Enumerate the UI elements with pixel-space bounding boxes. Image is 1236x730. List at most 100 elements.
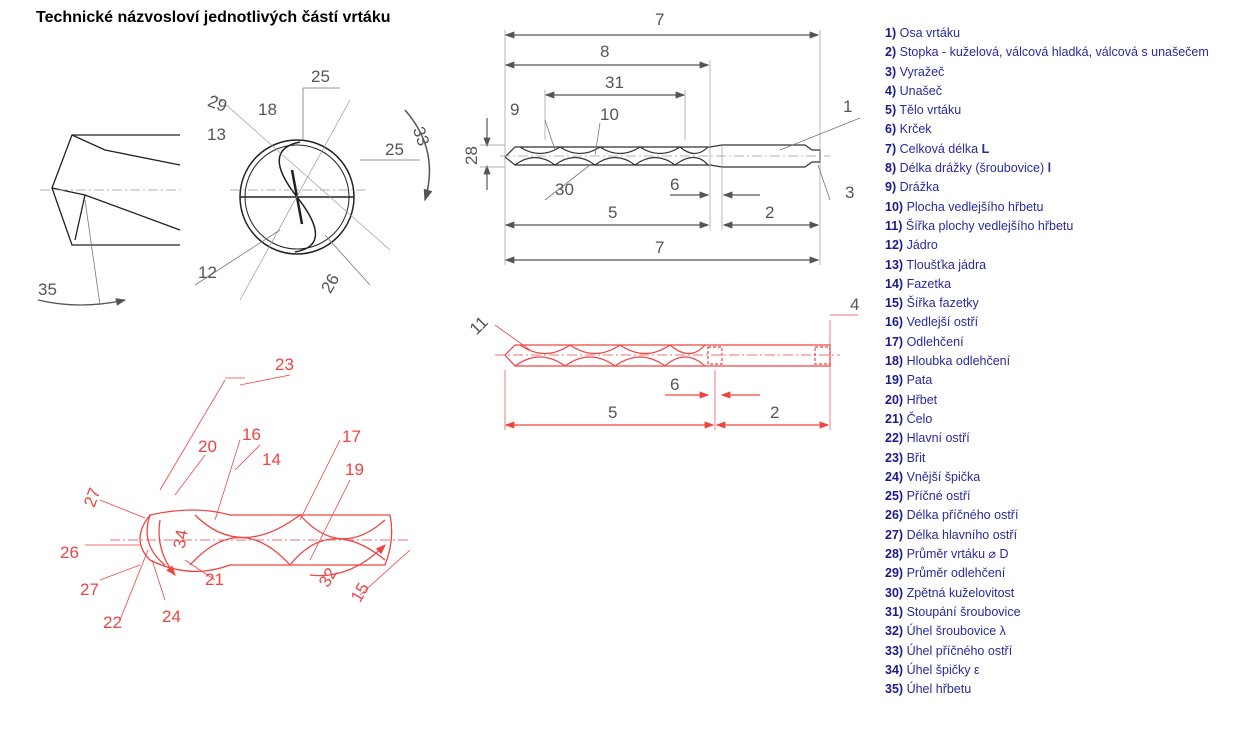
legend-number: 3): [885, 64, 897, 79]
legend-text: Hřbet: [906, 392, 938, 407]
legend-item: 4) Unašeč: [885, 82, 1209, 101]
legend-text: Délka drážky (šroubovice): [899, 161, 1048, 176]
legend-text: Unašeč: [899, 83, 942, 98]
legend-item: 14) Fazetka: [885, 275, 1209, 294]
legend-number: 20): [885, 392, 904, 407]
legend-text: Břit: [906, 450, 926, 465]
label-31: 31: [605, 73, 624, 92]
legend-number: 27): [885, 527, 904, 542]
legend-item: 25) Příčné ostří: [885, 487, 1209, 506]
legend-number: 2): [885, 45, 897, 60]
label-19: 19: [345, 460, 364, 479]
legend-number: 13): [885, 257, 904, 272]
legend-text: Příčné ostří: [906, 489, 971, 504]
label-25b: 25: [385, 140, 404, 159]
legend-number: 8): [885, 161, 897, 176]
label-27a: 27: [80, 485, 104, 509]
label-33: 33: [409, 124, 433, 148]
label-3: 3: [845, 183, 854, 202]
label-2-mid: 2: [770, 403, 779, 422]
legend-number: 29): [885, 566, 904, 581]
legend-text: Délka příčného ostří: [906, 508, 1019, 523]
legend-item: 19) Pata: [885, 371, 1209, 390]
legend-number: 7): [885, 141, 897, 156]
legend-item: 24) Vnější špička: [885, 468, 1209, 487]
legend-number: 22): [885, 431, 904, 446]
legend-number: 30): [885, 585, 904, 600]
legend-text: Úhel příčného ostří: [906, 643, 1013, 658]
legend-number: 6): [885, 122, 897, 137]
legend-item: 11) Šířka plochy vedlejšího hřbetu: [885, 217, 1209, 236]
label-9: 9: [510, 100, 519, 119]
legend-item: 20) Hřbet: [885, 391, 1209, 410]
label-23: 23: [275, 355, 294, 374]
legend-text: Jádro: [906, 238, 938, 253]
legend-number: 11): [885, 218, 903, 233]
drill-point-isometric: [85, 374, 411, 621]
label-22: 22: [103, 613, 122, 632]
label-7-top: 7: [655, 10, 664, 29]
drill-drawing: 35 25 29 18 13 33 25 12 26: [37, 10, 861, 632]
legend-text: Osa vrtáku: [899, 26, 961, 40]
legend-text: Odlehčení: [906, 334, 964, 349]
point-end-view: [194, 87, 433, 301]
legend-item: 12) Jádro: [885, 236, 1209, 255]
legend-number: 31): [885, 604, 904, 619]
legend-text: Hloubka odlehčení: [906, 354, 1011, 369]
legend-number: 23): [885, 450, 904, 465]
legend-item: 17) Odlehčení: [885, 333, 1209, 352]
legend-item: 10) Plocha vedlejšího hřbetu: [885, 198, 1209, 217]
legend-text: Délka hlavního ostří: [906, 527, 1018, 542]
legend-text: Vnější špička: [906, 469, 981, 484]
legend-number: 19): [885, 373, 904, 388]
legend-symbol: l: [1047, 161, 1052, 176]
label-20: 20: [198, 437, 217, 456]
legend-text: Krček: [899, 122, 932, 137]
legend-item: 35) Úhel hřbetu: [885, 680, 1209, 699]
legend-item: 23) Břit: [885, 449, 1209, 468]
label-16: 16: [242, 425, 261, 444]
label-12: 12: [198, 263, 217, 282]
legend-text: Fazetka: [906, 276, 952, 291]
label-6-mid: 6: [670, 375, 679, 394]
drill-taper-shank: [480, 30, 861, 265]
legend-number: 33): [885, 643, 904, 658]
label-32: 32: [315, 565, 341, 591]
legend-text: Průměr odlehčení: [906, 566, 1006, 581]
legend-text: Vedlejší ostří: [906, 315, 979, 330]
label-25a: 25: [311, 67, 330, 86]
legend-number: 24): [885, 469, 904, 484]
legend-text: Plocha vedlejšího hřbetu: [906, 199, 1044, 214]
legend-item: 8) Délka drážky (šroubovice) l: [885, 159, 1209, 178]
legend-number: 15): [885, 296, 904, 311]
legend-item: 34) Úhel špičky ε: [885, 661, 1209, 680]
legend-number: 28): [885, 547, 904, 562]
label-15: 15: [347, 580, 373, 606]
legend-text: Pata: [906, 373, 933, 388]
label-11: 11: [466, 313, 492, 339]
legend-number: 21): [885, 411, 904, 426]
label-28: 28: [462, 146, 481, 165]
legend-item: 30) Zpětná kuželovitost: [885, 584, 1209, 603]
label-34: 34: [170, 528, 192, 550]
label-35: 35: [38, 280, 57, 299]
label-6-top: 6: [670, 175, 679, 194]
legend-text: Stopka - kuželová, válcová hladká, válco…: [899, 45, 1209, 60]
legend-item: 7) Celková délka L: [885, 140, 1209, 159]
label-26b: 26: [60, 543, 79, 562]
legend-number: 4): [885, 83, 897, 98]
legend-text: Drážka: [899, 180, 940, 195]
label-30: 30: [555, 180, 574, 199]
legend-item: 2) Stopka - kuželová, válcová hladká, vá…: [885, 43, 1209, 62]
label-8: 8: [600, 42, 609, 61]
legend-item: 32) Úhel šroubovice λ: [885, 622, 1209, 641]
label-18: 18: [258, 100, 277, 119]
legend-number: 14): [885, 276, 904, 291]
legend-item: 13) Tloušťka jádra: [885, 256, 1209, 275]
legend-text: Úhel špičky ε: [906, 662, 980, 677]
legend-text: Čelo: [906, 411, 933, 426]
legend-number: 32): [885, 624, 904, 639]
legend-item: 3) Vyražeč: [885, 63, 1209, 82]
label-14: 14: [262, 450, 281, 469]
legend-item: 15) Šířka fazetky: [885, 294, 1209, 313]
